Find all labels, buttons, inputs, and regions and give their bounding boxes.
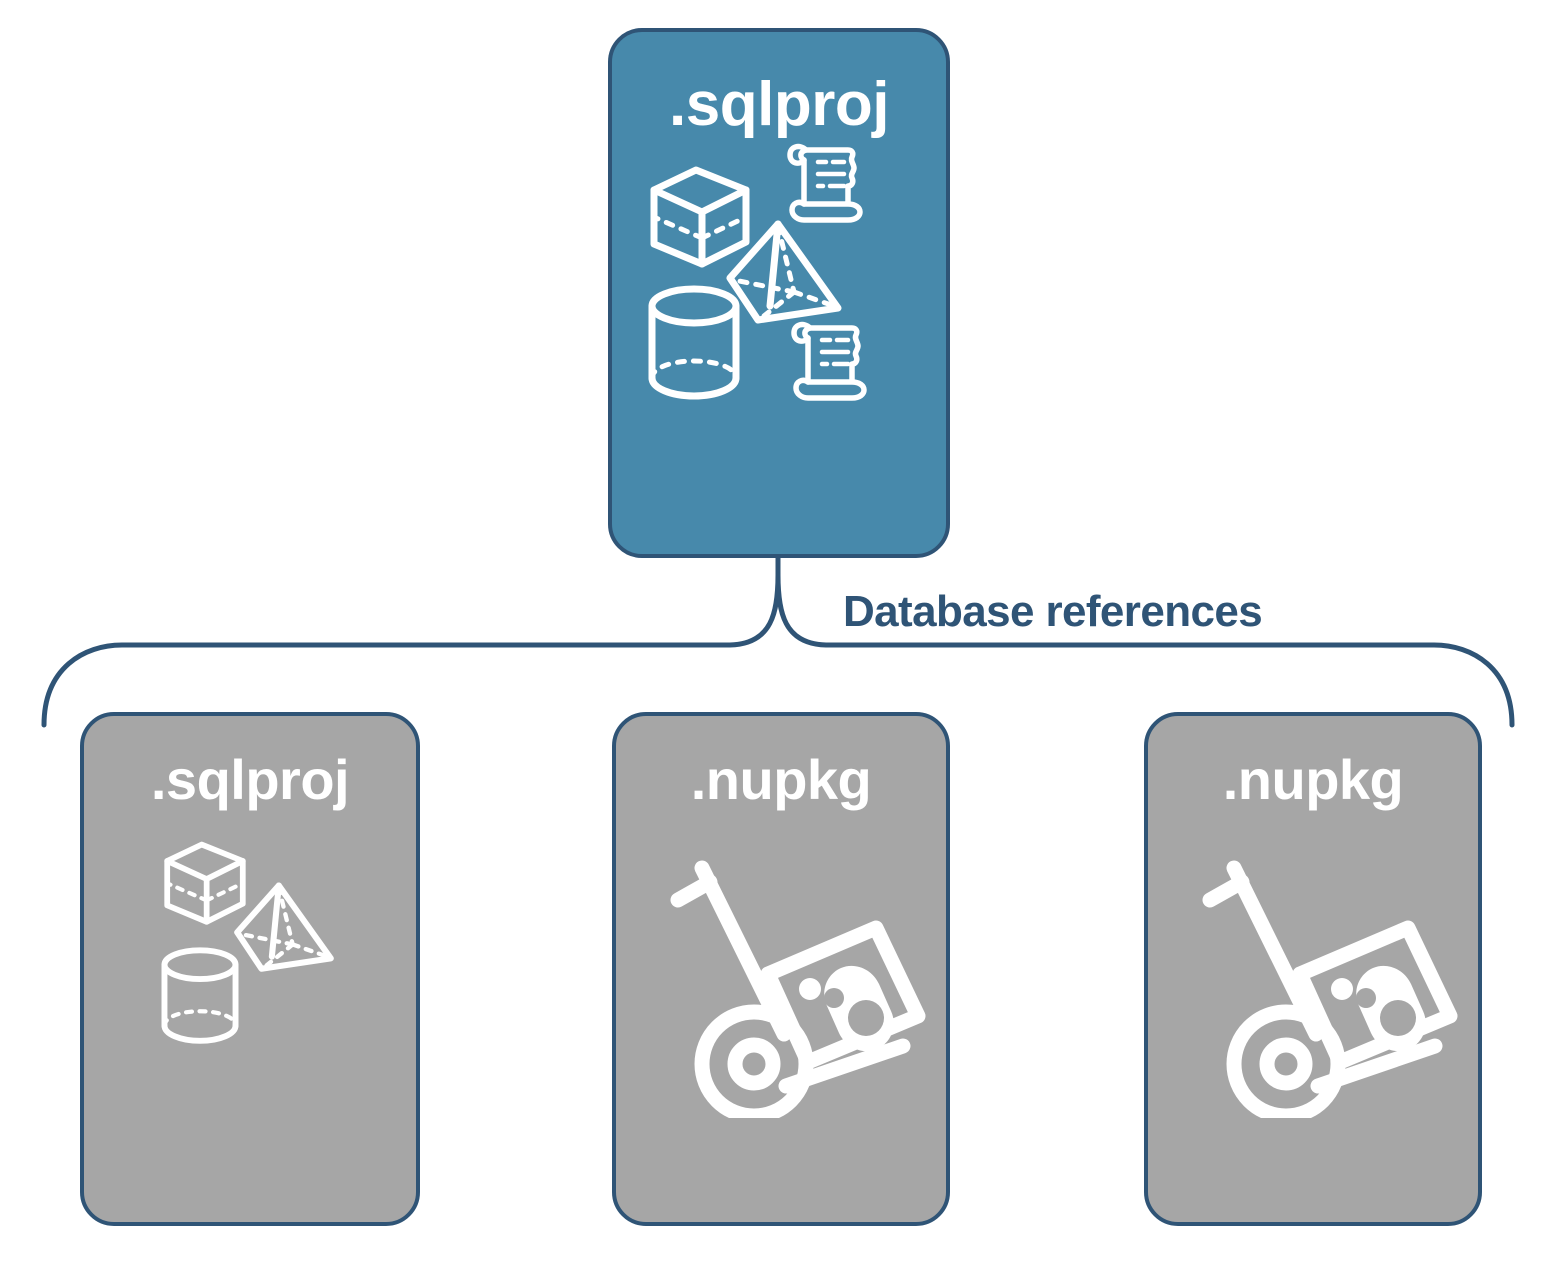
package-handtruck-icon <box>670 860 926 1118</box>
root-sqlproj-node[interactable]: .sqlproj <box>608 28 950 558</box>
sqlproj-reference-node[interactable]: .sqlproj <box>80 712 420 1226</box>
nupkg-reference-artwork-2 <box>1148 808 1478 1222</box>
package-handtruck-icon <box>1202 860 1458 1118</box>
sqlproj-reference-label: .sqlproj <box>150 748 350 811</box>
cylinder-icon <box>648 285 740 400</box>
scroll-icon <box>791 321 867 401</box>
cube-icon <box>650 166 750 268</box>
root-sqlproj-label: .sqlproj <box>669 70 889 139</box>
cylinder-icon <box>161 947 239 1044</box>
nupkg-reference-label-2: .nupkg <box>1222 748 1404 811</box>
pyramid-icon <box>234 882 334 972</box>
connector-label: Database references <box>843 587 1263 636</box>
nupkg-reference-node-1[interactable]: .nupkg <box>612 712 950 1226</box>
nupkg-reference-label-1: .nupkg <box>690 748 872 811</box>
nupkg-reference-artwork-1 <box>616 808 946 1222</box>
pyramid-icon <box>726 220 842 324</box>
cube-icon <box>164 841 246 925</box>
nupkg-reference-node-2[interactable]: .nupkg <box>1144 712 1482 1226</box>
scroll-icon <box>787 143 863 223</box>
root-sqlproj-artwork <box>612 136 946 554</box>
sqlproj-reference-artwork <box>84 808 416 1222</box>
